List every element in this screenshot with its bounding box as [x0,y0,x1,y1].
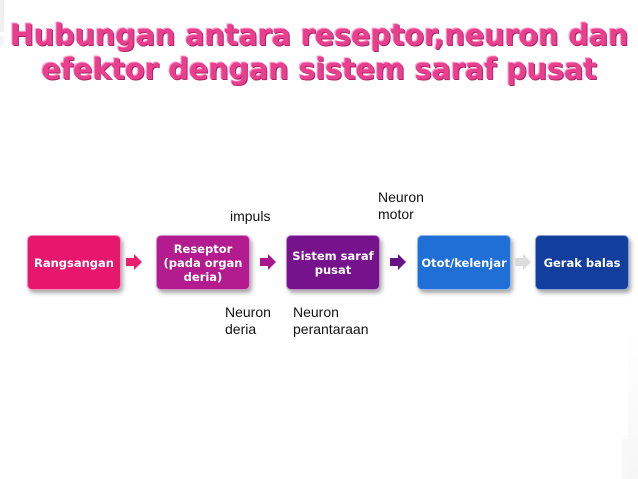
flow-box-otot-kelenjar: Otot/kelenjar [417,235,511,290]
flow-arrow-icon [126,254,142,270]
flow-box-label: Otot/kelenjar [421,255,507,270]
flow-arrow-icon [515,254,531,270]
annotation-neuron-motor: Neuron motor [378,189,424,222]
flow-box-label: Gerak balas [543,255,621,270]
flow-arrow-icon [390,254,406,270]
annotation-impuls: impuls [230,208,271,224]
corner-decoration [0,36,4,46]
corner-decoration [628,329,638,479]
annotation-neuron-perantaraan: Neuron perantaraan [293,304,369,337]
flow-box-reseptor: Reseptor (pada organ deria) [156,235,250,290]
annotation-neuron-deria: Neuron deria [225,304,271,337]
flow-box-label: Rangsangan [33,255,114,270]
flow-box-gerak-balas: Gerak balas [535,235,629,290]
slide-title-line-2: efektor dengan sistem saraf pusat [41,52,597,86]
flow-arrow-icon [260,254,276,270]
slide-title-line-1: Hubungan antara reseptor,neuron dan [9,18,629,52]
corner-decoration [0,0,4,32]
flow-box-label: Reseptor (pada organ deria) [163,241,243,284]
flow-box-sistem-saraf-pusat: Sistem saraf pusat [286,235,380,290]
corner-decoration [622,439,628,479]
flow-box-label: Sistem saraf pusat [292,248,374,277]
slide-title: Hubungan antara reseptor,neuron dan efek… [0,18,638,86]
flow-box-rangsangan: Rangsangan [27,235,121,290]
